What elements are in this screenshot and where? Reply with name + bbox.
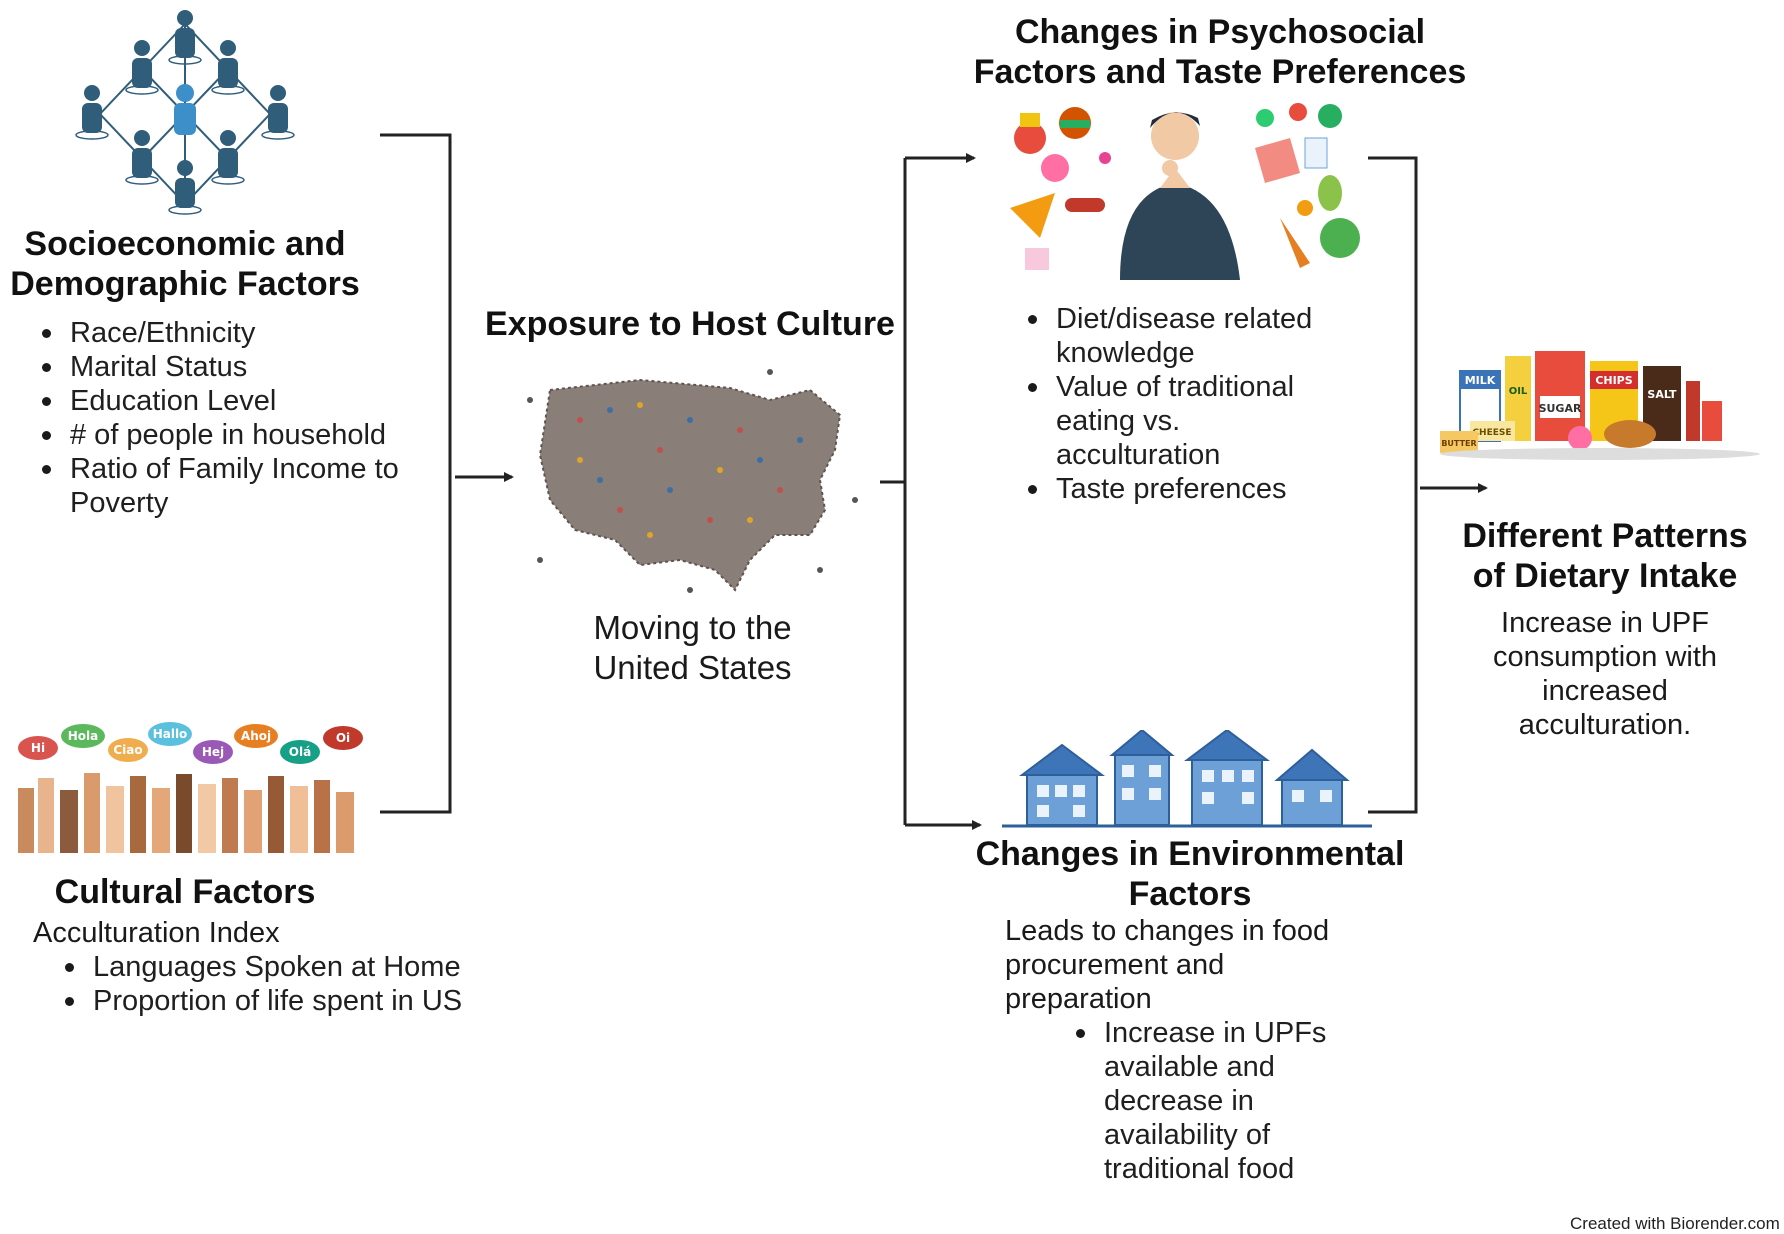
left-bracket bbox=[380, 133, 452, 814]
credit-text: Created with Biorender.com bbox=[1570, 1214, 1780, 1233]
environmental-item: Increase in UPFs available and decrease … bbox=[1076, 1016, 1354, 1186]
cultural-subtitle: Acculturation Index bbox=[33, 917, 280, 949]
us-map-crowd-icon bbox=[527, 369, 858, 593]
exposure-title: Exposure to Host Culture bbox=[485, 305, 895, 343]
socio-title: Socioeconomic and Demographic Factors bbox=[10, 225, 360, 303]
speech-word: Hola bbox=[68, 729, 99, 743]
cultural-list: Languages Spoken at Home Proportion of l… bbox=[55, 950, 533, 1018]
speech-word: Ciao bbox=[113, 743, 142, 757]
speech-word: Olá bbox=[289, 745, 311, 759]
speech-word: Hallo bbox=[153, 727, 188, 741]
exposure-caption: Moving to the United States bbox=[593, 609, 792, 686]
socio-item: Race/Ethnicity bbox=[42, 316, 470, 350]
product-label: BUTTER bbox=[1441, 439, 1476, 448]
product-label: OIL bbox=[1509, 386, 1528, 397]
psychosocial-title: Changes in Psychosocial Factors and Tast… bbox=[973, 13, 1467, 91]
cultural-title: Cultural Factors bbox=[54, 873, 316, 911]
people-network-icon bbox=[75, 10, 295, 215]
product-label: SALT bbox=[1647, 388, 1677, 401]
houses-neighborhood-icon bbox=[1002, 730, 1372, 828]
cultural-item: Languages Spoken at Home bbox=[65, 950, 533, 984]
processed-food-icon: MILK OIL SUGAR CHIPS SALT CHEESE BUTTER bbox=[1440, 351, 1760, 460]
socio-item: Education Level bbox=[42, 384, 470, 418]
socio-list: Race/Ethnicity Marital Status Education … bbox=[32, 316, 470, 520]
environmental-list: Increase in UPFs available and decrease … bbox=[1066, 1016, 1354, 1186]
product-label: CHEESE bbox=[1472, 428, 1511, 438]
dietary-body: Increase in UPF consumption with increas… bbox=[1492, 607, 1718, 741]
environmental-title: Changes in Environmental Factors bbox=[975, 835, 1405, 913]
right-bracket bbox=[1368, 156, 1418, 814]
speech-word: Hej bbox=[202, 745, 224, 759]
speech-word: Ahoj bbox=[241, 729, 271, 743]
product-label: MILK bbox=[1465, 374, 1496, 387]
product-label: SUGAR bbox=[1539, 402, 1582, 415]
environmental-lead: Leads to changes in food procurement and… bbox=[1005, 915, 1330, 1015]
middle-branch bbox=[880, 158, 907, 825]
socio-item: # of people in household bbox=[42, 418, 470, 452]
speech-word: Oi bbox=[336, 731, 350, 745]
thinking-man-food-icon bbox=[1010, 103, 1360, 280]
psychosocial-item: Diet/disease related knowledge bbox=[1028, 302, 1396, 370]
psychosocial-list: Diet/disease related knowledge Value of … bbox=[1018, 302, 1396, 506]
product-label: CHIPS bbox=[1595, 374, 1632, 387]
raised-hands-speech-bubbles-icon: Hi Hola Ciao Hallo Hej Ahoj Olá Oi bbox=[18, 722, 363, 853]
psychosocial-item: Taste preferences bbox=[1028, 472, 1396, 506]
psychosocial-item: Value of traditional eating vs. accultur… bbox=[1028, 370, 1336, 472]
cultural-item: Proportion of life spent in US bbox=[65, 984, 533, 1018]
socio-item: Ratio of Family Income to Poverty bbox=[42, 453, 399, 519]
socio-item: Marital Status bbox=[42, 350, 470, 384]
dietary-title: Different Patterns of Dietary Intake bbox=[1462, 517, 1748, 595]
speech-word: Hi bbox=[31, 741, 45, 755]
